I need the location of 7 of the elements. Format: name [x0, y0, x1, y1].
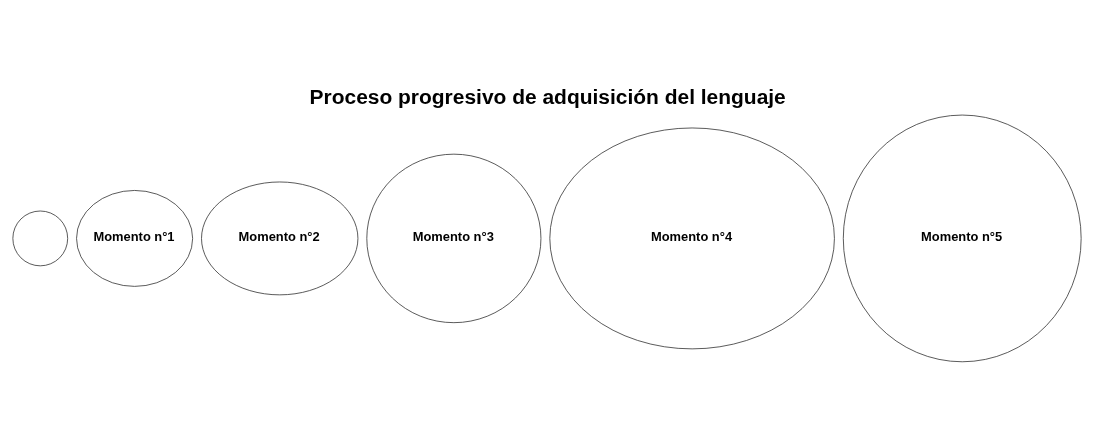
diagram-title: Proceso progresivo de adquisición del lenguaje	[309, 85, 786, 109]
node-ellipse: Momento n°1	[76, 190, 194, 287]
node-circle: Momento n°5	[842, 114, 1082, 363]
node-circle: Momento n°3	[366, 153, 542, 324]
node-ellipse: Momento n°4	[549, 127, 835, 350]
node-circle	[12, 210, 69, 267]
node-ellipse: Momento n°2	[201, 181, 359, 296]
